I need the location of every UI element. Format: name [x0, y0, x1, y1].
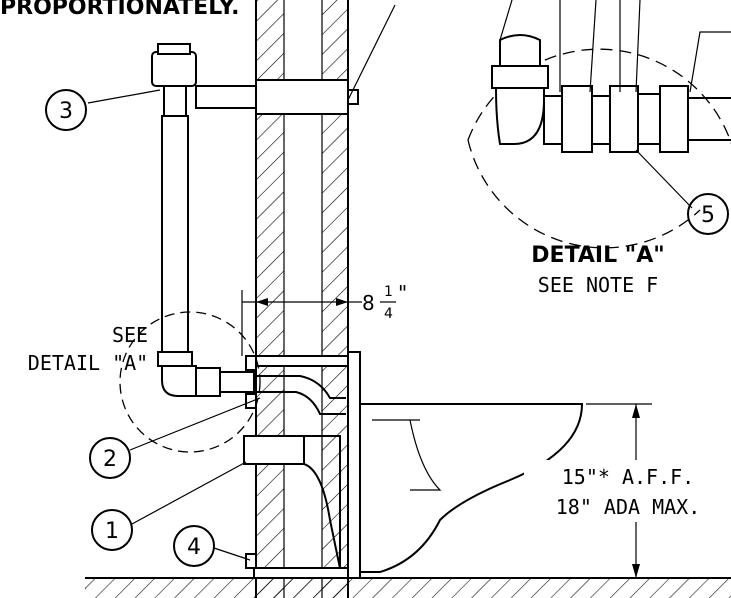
- dimension-denominator: 4: [384, 306, 393, 322]
- callout-2-number: 2: [103, 447, 117, 472]
- note-heading: PROPORTIONATELY.: [0, 0, 239, 20]
- detail-a-title: DETAIL "A": [531, 243, 664, 268]
- detail-a-subtitle: SEE NOTE F: [538, 273, 658, 297]
- height-line2: 18" ADA MAX.: [556, 495, 701, 519]
- callout-3-number: 3: [59, 99, 73, 124]
- see-detail-line1: SEE: [112, 323, 148, 347]
- detail-a-circle: [119, 311, 261, 453]
- flush-valve-piping: [151, 43, 359, 415]
- wall-dimension: 8 1 4 ": [241, 281, 407, 356]
- callout-2: 2: [89, 437, 131, 479]
- callout-4-number: 4: [187, 535, 201, 560]
- height-line1: 15"* A.F.F.: [562, 465, 694, 489]
- floor: [85, 577, 731, 598]
- detail-a-enlargement: [467, 34, 731, 249]
- see-detail-line2: DETAIL "A": [28, 351, 148, 375]
- callout-1: 1: [91, 509, 133, 551]
- callout-3: 3: [45, 89, 87, 131]
- callout-5-number: 5: [701, 203, 715, 228]
- callout-4: 4: [173, 525, 215, 567]
- height-dimension: 15"* A.F.F. 18" ADA MAX.: [524, 403, 731, 578]
- callout-1-number: 1: [105, 519, 119, 544]
- carrier-and-bowl: [243, 351, 584, 579]
- callout-5: 5: [687, 193, 729, 235]
- dimension-inch: ": [398, 281, 407, 305]
- dimension-whole: 8: [362, 291, 375, 315]
- leader-lines: [87, 0, 731, 561]
- dimension-numerator: 1: [384, 284, 393, 300]
